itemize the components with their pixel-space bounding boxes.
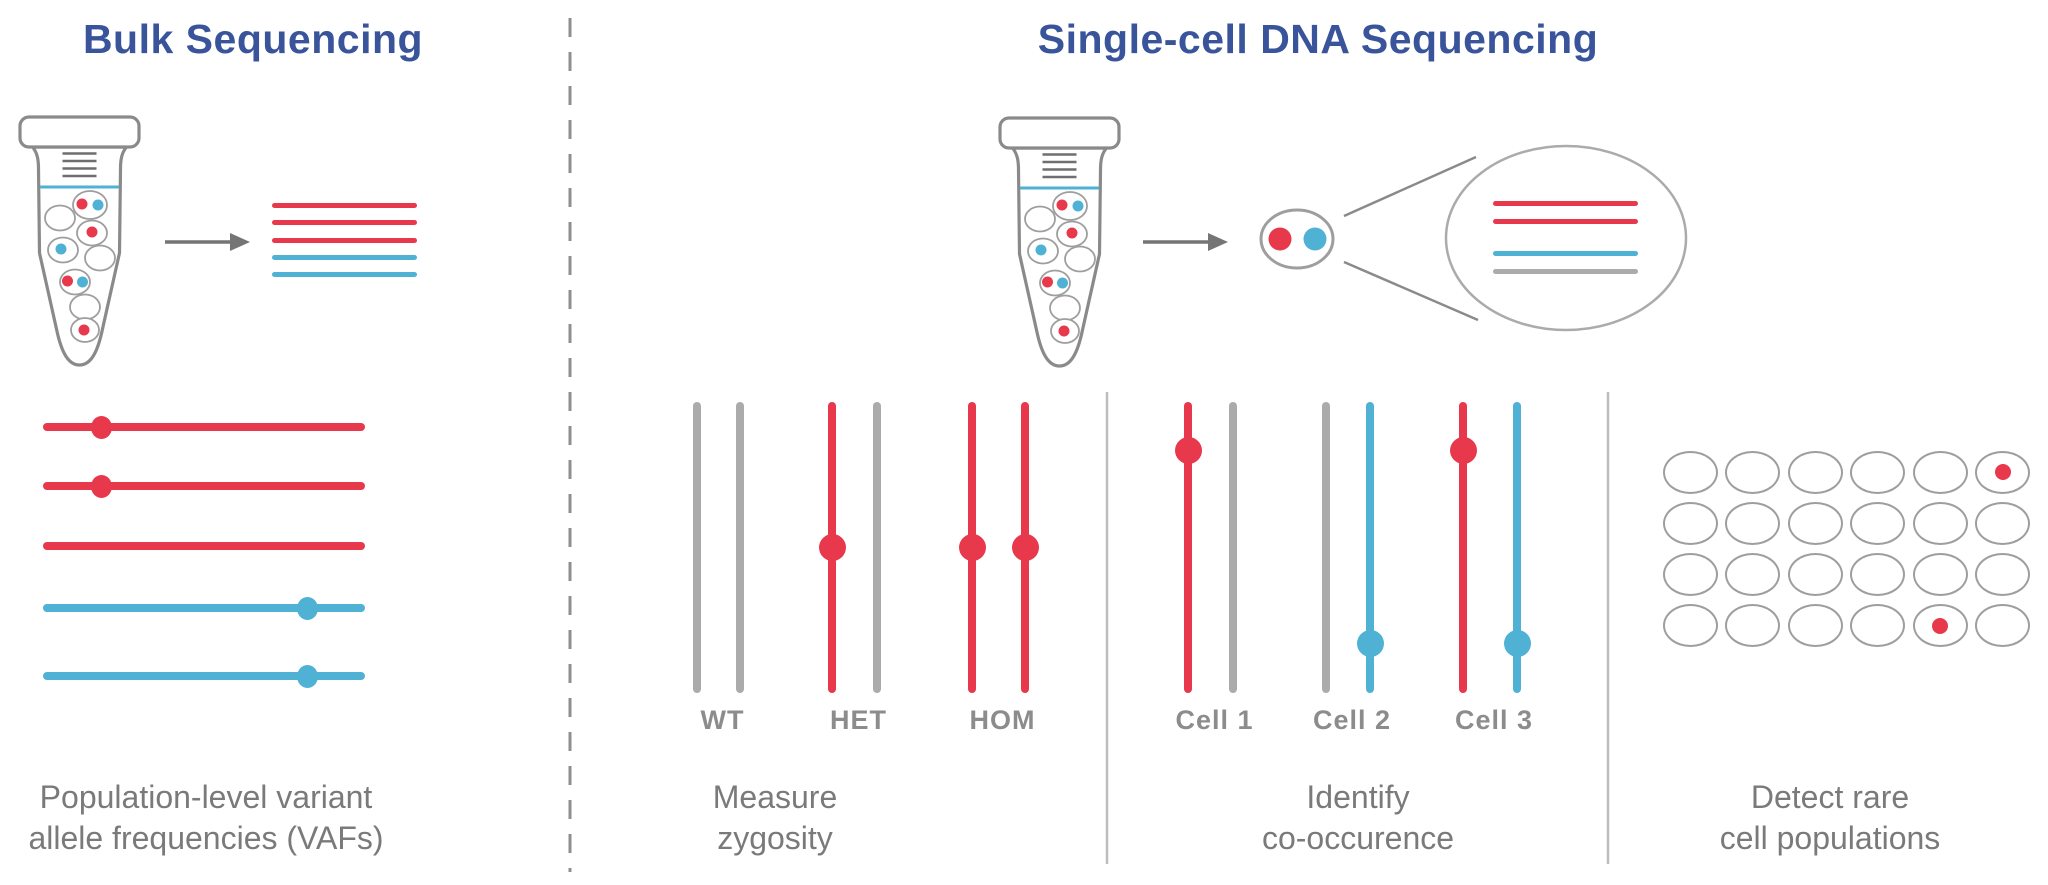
- magnified-read-line: [1493, 269, 1638, 274]
- bulk-title: Bulk Sequencing: [82, 16, 424, 62]
- rare-grid-cell: [1725, 553, 1780, 597]
- rare-grid-cell: [1662, 604, 1718, 648]
- zygosity-variant-dot: [1011, 534, 1039, 561]
- bulk-read-line: [272, 203, 417, 208]
- bulk-arrow-right-icon: [165, 233, 250, 251]
- cooccurrence-variant-dot: [1503, 630, 1531, 658]
- cooccurrence-label: Cell 1: [1175, 705, 1254, 735]
- magnified-read-line: [1493, 201, 1638, 206]
- cooccurrence-strand: [1513, 402, 1521, 693]
- vaf-line: [43, 482, 365, 490]
- rare-grid-cell: [1975, 450, 2030, 494]
- cooccurrence-strand: [1322, 402, 1330, 693]
- vaf-line: [43, 672, 365, 680]
- rare-grid-cell: [1662, 501, 1718, 545]
- bulk-read-line: [272, 254, 417, 260]
- cooccurrence-variant-dot: [1356, 630, 1384, 658]
- rare-cell-variant-dot: [1994, 464, 2011, 480]
- rare-grid-cell: [1850, 553, 1905, 597]
- rare-grid-cell: [1912, 501, 1968, 545]
- vaf-line: [43, 542, 365, 550]
- magnified-read-line: [1493, 219, 1638, 224]
- vaf-line: [43, 423, 365, 431]
- vaf-variant-dot: [90, 474, 112, 498]
- vaf-variant-dot: [90, 415, 112, 439]
- rare-grid-cell: [1787, 604, 1843, 648]
- rare-grid-cell: [1912, 450, 1968, 494]
- cooccurrence-strand: [1184, 402, 1192, 693]
- rare-grid-cell: [1787, 553, 1843, 597]
- bulk-eppendorf-tube-icon: [18, 115, 141, 367]
- zygosity-label: WT: [700, 705, 745, 735]
- zygosity-variant-dot: [818, 534, 846, 561]
- vaf-line: [43, 604, 365, 612]
- rare-grid-cell: [1912, 553, 1968, 597]
- cooccurrence-strand: [1229, 402, 1237, 693]
- rare-cells-caption-line2: cell populations: [1719, 820, 1941, 856]
- rare-grid-cell: [1975, 501, 2030, 545]
- rare-cells-caption-line1: Detect rare: [1750, 779, 1910, 815]
- zygosity-label: HET: [830, 705, 887, 735]
- cooccurrence-strand: [1459, 402, 1467, 693]
- rare-grid-cell: [1725, 450, 1780, 494]
- vaf-variant-dot: [297, 596, 319, 620]
- rare-grid-cell: [1850, 450, 1905, 494]
- zygosity-caption: Measure zygosity: [545, 777, 1005, 859]
- cooccurrence-caption-line2: co-occurence: [1261, 820, 1455, 856]
- single-cell-arrow-right-icon: [1143, 233, 1228, 251]
- rare-grid-cell: [1787, 501, 1843, 545]
- cooccurrence-caption-line1: Identify: [1306, 779, 1410, 815]
- single-cell-title: Single-cell DNA Sequencing: [1037, 16, 1599, 62]
- rare-grid-cell: [1850, 501, 1905, 545]
- rare-grid-cell: [1725, 501, 1780, 545]
- bulk-read-line: [272, 220, 417, 226]
- cooccurrence-strand: [1366, 402, 1374, 693]
- rare-cells-caption: Detect rare cell populations: [1600, 777, 2048, 859]
- cooccurrence-variant-dot: [1449, 436, 1477, 464]
- zygosity-strand: [693, 402, 701, 693]
- bulk-caption: Population-level variant allele frequenc…: [0, 777, 436, 859]
- magnifier-lines: [1343, 155, 1479, 322]
- rare-grid-cell: [1850, 604, 1905, 648]
- bulk-caption-line1: Population-level variant: [39, 779, 373, 815]
- zygosity-strand: [873, 402, 881, 693]
- rare-grid-cell: [1787, 450, 1843, 494]
- zygosity-strand: [736, 402, 744, 693]
- cooccurrence-label: Cell 3: [1454, 705, 1534, 735]
- rare-grid-cell: [1662, 553, 1718, 597]
- rare-grid-cell: [1662, 450, 1718, 494]
- rare-grid-cell: [1725, 604, 1780, 648]
- cooccurrence-label: Cell 2: [1312, 705, 1392, 735]
- magnified-view-circle: [1444, 144, 1688, 332]
- rare-grid-cell: [1975, 553, 2030, 597]
- bulk-read-line: [272, 272, 417, 278]
- bulk-read-line: [272, 237, 417, 243]
- bulk-caption-line2: allele frequencies (VAFs): [28, 820, 384, 856]
- zygosity-caption-line1: Measure: [712, 779, 838, 815]
- single-cell-eppendorf-tube-icon: [998, 116, 1121, 368]
- rare-cell-variant-dot: [1932, 617, 1948, 634]
- cooccurrence-variant-dot: [1174, 436, 1202, 464]
- zygosity-variant-dot: [958, 534, 986, 561]
- zygosity-caption-line2: zygosity: [717, 820, 833, 856]
- cooccurrence-caption: Identify co-occurence: [1128, 777, 1588, 859]
- rare-grid-cell: [1975, 604, 2030, 648]
- magnified-read-line: [1493, 251, 1638, 256]
- vaf-variant-dot: [297, 664, 319, 688]
- isolated-cell-icon: [1259, 208, 1335, 270]
- zygosity-label: HOM: [969, 705, 1036, 735]
